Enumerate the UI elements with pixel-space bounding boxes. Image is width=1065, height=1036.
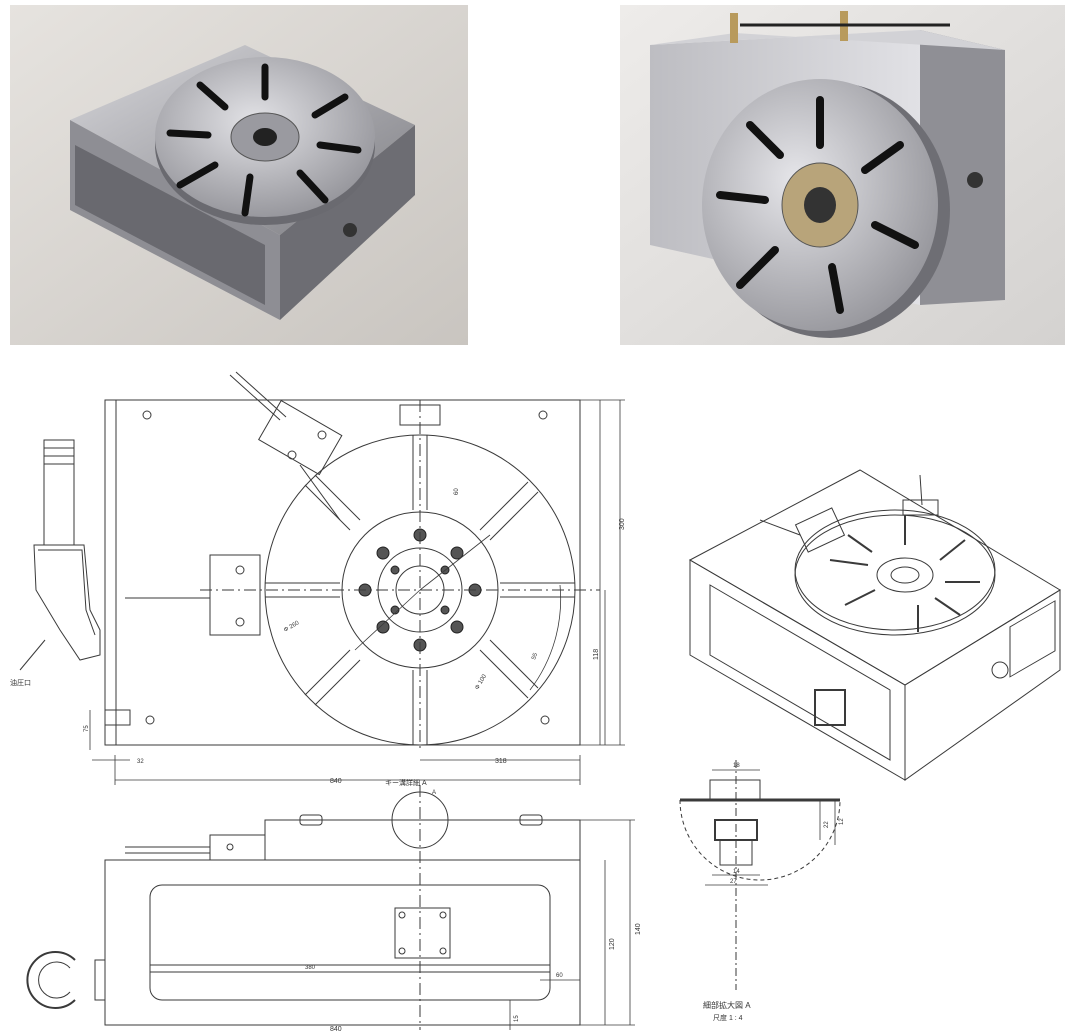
bolt-holes bbox=[358, 528, 482, 652]
dim-left-small: 32 bbox=[137, 759, 144, 765]
dim-side: 60 bbox=[454, 488, 460, 495]
detail-caption-1: 細部拡大図 A bbox=[703, 1000, 751, 1010]
dim-side-2: 55 bbox=[531, 652, 539, 661]
dim-center: Φ 100 bbox=[475, 673, 489, 691]
photo-rotary-table-horizontal bbox=[10, 5, 468, 345]
dim-partial-height: 118 bbox=[593, 649, 600, 660]
detail-dim-top: 18 bbox=[733, 763, 740, 769]
top-view-outline bbox=[104, 399, 581, 746]
dim-height: 300 bbox=[619, 518, 626, 530]
detail-dim-base: 27 bbox=[730, 879, 737, 885]
note-hydraulic: 油圧口 bbox=[10, 678, 31, 687]
detail-caption-2: 尺度 1 : 4 bbox=[713, 1013, 743, 1022]
dim-height-body: 120 bbox=[609, 938, 616, 950]
t-slots-vertical bbox=[716, 96, 919, 314]
dim-left-offset: 75 bbox=[84, 725, 90, 732]
rotary-table-photo-1 bbox=[10, 5, 468, 345]
detail-letter: A bbox=[432, 790, 436, 796]
detail-dim-mid: 14 bbox=[733, 869, 740, 875]
dim-front-width-total: 840 bbox=[330, 1026, 342, 1031]
isometric-view bbox=[688, 469, 1061, 781]
front-view: 380 60 140 120 15 840 キー溝詳細 A A bbox=[26, 778, 642, 1036]
photo-rotary-table-vertical bbox=[620, 5, 1065, 345]
dim-right-width: 318 bbox=[495, 758, 507, 765]
technical-drawing: 840 318 300 118 32 75 Φ 260 Φ 100 60 55 … bbox=[0, 360, 1065, 1036]
dim-inner-width: 380 bbox=[305, 965, 316, 971]
detail-dim-right: 12 bbox=[839, 818, 845, 825]
dim-right-offset: 60 bbox=[556, 973, 563, 979]
detail-dim-bottom: 22 bbox=[824, 821, 830, 828]
detail-callout: キー溝詳細 A bbox=[385, 778, 427, 787]
detail-view: 18 14 27 12 22 細部拡大図 A 尺度 1 : 4 bbox=[679, 760, 845, 1022]
dim-height-total: 140 bbox=[635, 923, 642, 935]
t-slots bbox=[166, 63, 362, 217]
dim-bottom-small: 15 bbox=[514, 1015, 520, 1022]
dim-radius: Φ 260 bbox=[283, 620, 301, 634]
drawing-canvas: 840 318 300 118 32 75 Φ 260 Φ 100 60 55 … bbox=[10, 371, 1061, 1036]
rotary-table-photo-2 bbox=[620, 5, 1065, 345]
dim-width-total: 840 bbox=[330, 778, 342, 785]
top-view: 840 318 300 118 32 75 Φ 260 Φ 100 60 55 … bbox=[10, 371, 626, 785]
